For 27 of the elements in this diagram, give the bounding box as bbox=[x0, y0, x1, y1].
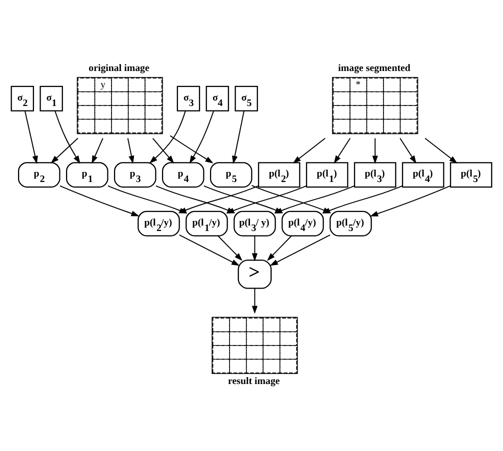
node-box: > bbox=[238, 260, 272, 289]
arrow bbox=[127, 138, 134, 164]
arrow bbox=[232, 110, 244, 164]
arrow bbox=[218, 236, 242, 261]
arrow bbox=[400, 138, 416, 164]
arrow bbox=[292, 138, 326, 164]
arrow bbox=[267, 236, 292, 261]
arrow bbox=[189, 110, 214, 164]
arrow bbox=[372, 138, 378, 164]
arrow bbox=[334, 138, 351, 164]
arrow bbox=[92, 138, 104, 164]
arrow bbox=[24, 110, 38, 164]
arrow bbox=[54, 110, 80, 164]
node-label: original image bbox=[88, 62, 150, 74]
arrow bbox=[170, 135, 214, 164]
arrow bbox=[50, 138, 78, 164]
arrow bbox=[270, 234, 331, 266]
arrow bbox=[152, 138, 174, 164]
arrow bbox=[424, 138, 458, 164]
node-label: image segmented bbox=[338, 62, 410, 74]
arrow bbox=[149, 110, 186, 164]
arrow bbox=[252, 288, 258, 314]
arrow bbox=[178, 234, 240, 266]
arrow bbox=[252, 236, 258, 262]
arrow bbox=[370, 185, 451, 216]
arrow bbox=[59, 185, 140, 216]
node-label: result image bbox=[228, 376, 280, 387]
